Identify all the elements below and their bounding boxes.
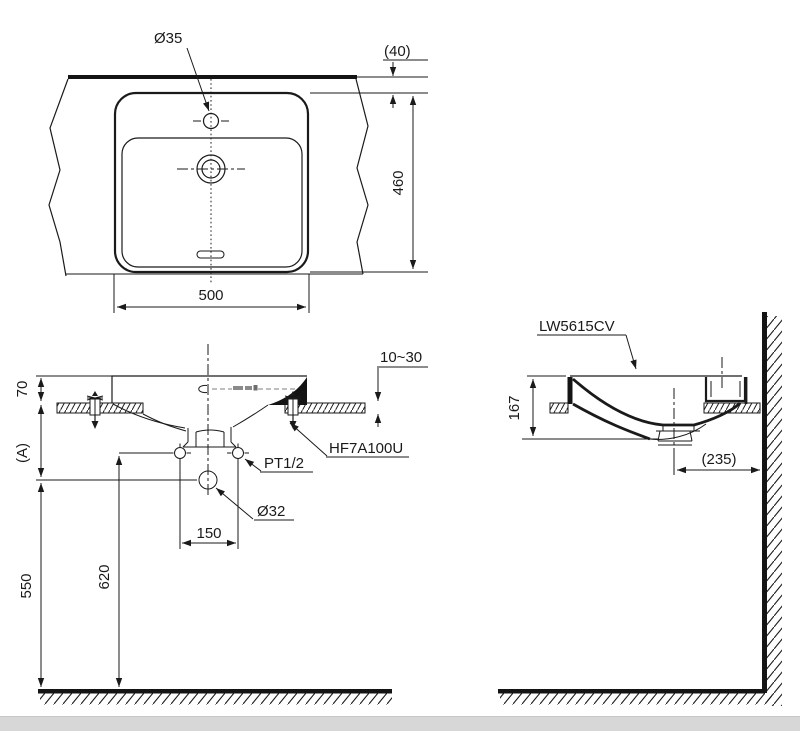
wall-and-floor (38, 312, 782, 706)
callout-supply-connection: PT1/2 (264, 455, 304, 472)
callout-product-code: LW5615CV (539, 318, 615, 335)
dim-faucet-hole: Ø35 (154, 30, 182, 47)
floor-line-left (38, 689, 392, 694)
overflow-slot (196, 250, 225, 259)
faucet-hole-leader (186, 47, 210, 112)
faucet-hole (202, 112, 220, 130)
dim-width: 500 (198, 287, 223, 304)
floor-line-right (498, 689, 765, 694)
counter-section (56, 402, 366, 414)
faucet-deck-section (704, 357, 748, 404)
basin-outline-inner (121, 137, 303, 268)
counter-edge (68, 75, 357, 79)
dim-wall-offset: (235) (701, 451, 736, 468)
counter-break-right (355, 78, 369, 275)
tiny-inscription (233, 385, 258, 391)
dim-counter-thickness: 10~30 (380, 349, 422, 366)
dim-drain-height: 550 (18, 573, 35, 598)
side-section-view: LW5615CV 167 (235) (506, 318, 761, 475)
wall-hatch (767, 316, 782, 706)
drain-hole (198, 470, 218, 490)
overflow-mark (198, 384, 208, 394)
sink-top-outline (111, 375, 307, 403)
dim-supply-height: 620 (96, 564, 113, 589)
dim-supply-spacing: 150 (196, 525, 221, 542)
front-section-view: 70 (A) 550 620 10~30 150 HF7A100U PT1/2 … (14, 344, 428, 687)
supply-holes (169, 443, 249, 463)
dim-bowl-height: 167 (506, 395, 523, 420)
wall-line (762, 312, 767, 693)
bowl-right-wall (693, 401, 741, 427)
callout-mounting-kit: HF7A100U (329, 440, 403, 457)
bowl-outer-surface (572, 402, 651, 441)
plan-view: Ø35 (40) 460 500 (48, 30, 428, 313)
floor-hatch-left (40, 693, 392, 705)
footer-bar (0, 716, 800, 731)
dim-counter-gap: (40) (384, 43, 411, 60)
dim-depth: 460 (390, 170, 407, 195)
floor-hatch-right (500, 693, 772, 705)
dim-a: (A) (14, 443, 31, 463)
bowl-inner-surface (572, 377, 694, 427)
callout-drain-hole: Ø32 (257, 503, 285, 520)
drain-section-side (656, 425, 700, 446)
drain-tailpiece (182, 427, 237, 448)
dim-rim-height: 70 (14, 381, 31, 398)
counter-break-left (48, 78, 69, 277)
